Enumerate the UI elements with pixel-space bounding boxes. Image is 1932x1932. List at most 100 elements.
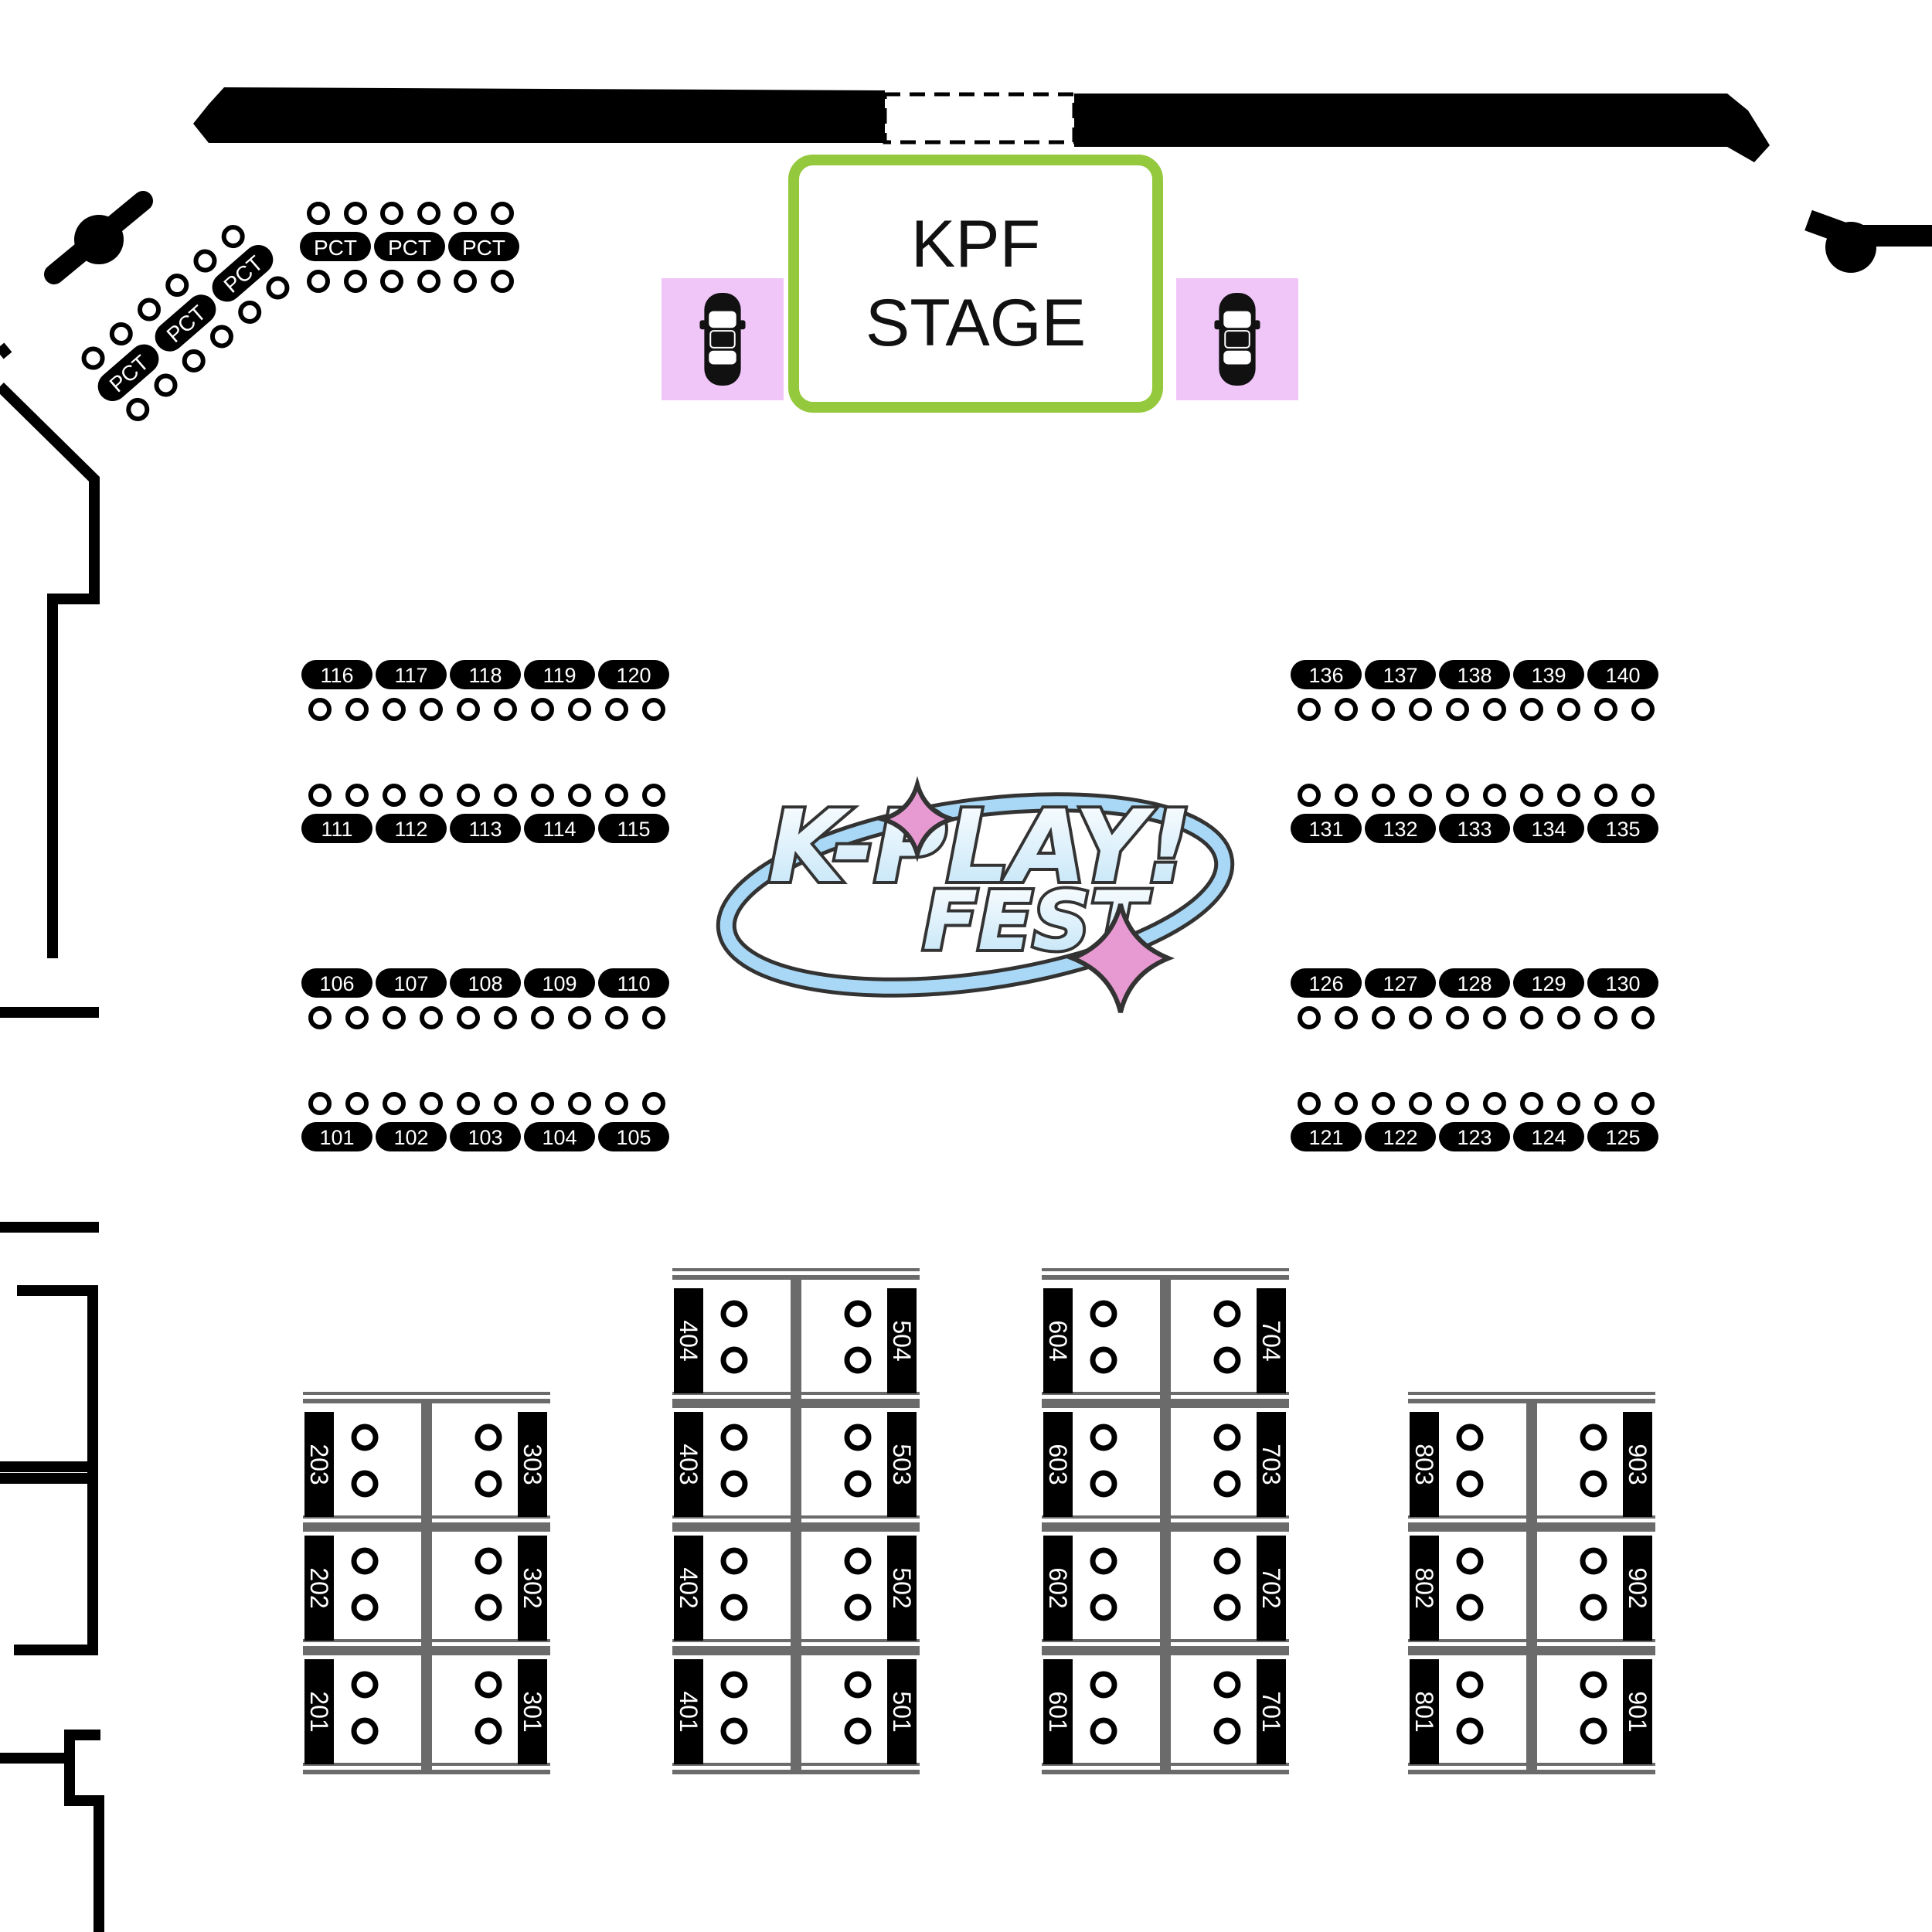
seat: [1631, 1092, 1655, 1115]
table-block[interactable]: [524, 660, 595, 689]
booth[interactable]: 501: [844, 1659, 917, 1764]
table-block[interactable]: [376, 1122, 447, 1151]
table-block[interactable]: [1291, 660, 1362, 689]
booth[interactable]: 603: [1043, 1412, 1117, 1517]
booth[interactable]: 404: [674, 1288, 748, 1393]
booth[interactable]: 301: [474, 1659, 547, 1764]
table-block[interactable]: [1587, 1122, 1658, 1151]
seat: [474, 1470, 502, 1498]
table-block[interactable]: [1513, 1122, 1584, 1151]
booth[interactable]: 202: [304, 1536, 379, 1641]
booth[interactable]: 701: [1213, 1659, 1286, 1764]
table-block[interactable]: [598, 1122, 669, 1151]
table-block[interactable]: [301, 660, 372, 689]
table-block[interactable]: [1513, 660, 1584, 689]
seat: [1372, 784, 1395, 807]
table-block[interactable]: [1513, 968, 1584, 998]
table-label: 113: [468, 818, 502, 841]
table-block[interactable]: [598, 814, 669, 843]
table-block[interactable]: [450, 814, 521, 843]
booth[interactable]: 702: [1213, 1536, 1286, 1641]
seat: [1580, 1547, 1607, 1575]
seat: [420, 698, 443, 721]
booth[interactable]: 903: [1580, 1412, 1652, 1517]
seat: [1631, 1006, 1655, 1029]
table-block[interactable]: [450, 968, 521, 998]
table-block[interactable]: [1587, 814, 1658, 843]
booth[interactable]: 704: [1213, 1288, 1286, 1393]
table-block[interactable]: [598, 968, 669, 998]
seat: [1372, 1092, 1395, 1115]
booth[interactable]: 401: [674, 1659, 748, 1764]
table-block[interactable]: [1365, 1122, 1436, 1151]
table-block[interactable]: [376, 968, 447, 998]
booth-number: 701: [1257, 1691, 1285, 1732]
booth[interactable]: 703: [1213, 1412, 1286, 1517]
table-block[interactable]: [1291, 814, 1362, 843]
table-block[interactable]: [598, 660, 669, 689]
table-block[interactable]: [524, 968, 595, 998]
booth[interactable]: 303: [474, 1412, 547, 1517]
booth[interactable]: 503: [844, 1412, 917, 1517]
seat: [844, 1470, 872, 1498]
booth[interactable]: 203: [304, 1412, 379, 1517]
table-block[interactable]: [1439, 814, 1510, 843]
booth[interactable]: 803: [1410, 1412, 1484, 1517]
booth[interactable]: 502: [844, 1536, 917, 1641]
booth[interactable]: 901: [1580, 1659, 1652, 1764]
seat: [1372, 1006, 1395, 1029]
booth[interactable]: 302: [474, 1536, 547, 1641]
table-block[interactable]: [376, 660, 447, 689]
table-block[interactable]: [1291, 968, 1362, 998]
table-block[interactable]: [1587, 968, 1658, 998]
seat: [345, 784, 369, 807]
table-block[interactable]: [1439, 660, 1510, 689]
booth[interactable]: 504: [844, 1288, 917, 1393]
booth-label-bar: [1257, 1412, 1286, 1517]
booth-block: [672, 1268, 920, 1774]
stage-title-line2: STAGE: [865, 286, 1087, 360]
booth-number: 504: [888, 1320, 916, 1361]
sparkle-icon: [1066, 903, 1175, 1013]
table-block[interactable]: [376, 814, 447, 843]
table-block[interactable]: [301, 1122, 372, 1151]
table-block[interactable]: [1587, 660, 1658, 689]
table-block[interactable]: [301, 814, 372, 843]
table-block[interactable]: [1365, 660, 1436, 689]
table-block[interactable]: [1439, 968, 1510, 998]
seat: [494, 698, 517, 721]
booth-label-bar: [674, 1659, 703, 1764]
seat: [1298, 698, 1321, 721]
table-block[interactable]: [450, 660, 521, 689]
booth[interactable]: 802: [1410, 1536, 1484, 1641]
table-block[interactable]: [1291, 1122, 1362, 1151]
booth[interactable]: 201: [304, 1659, 379, 1764]
table-block[interactable]: [524, 1122, 595, 1151]
table-block[interactable]: [1513, 814, 1584, 843]
seat: [1557, 698, 1580, 721]
booth[interactable]: 902: [1580, 1536, 1652, 1641]
booth[interactable]: 604: [1043, 1288, 1117, 1393]
seat: [345, 698, 369, 721]
table-block[interactable]: [1365, 968, 1436, 998]
pct-seats-top: [307, 202, 514, 293]
table-label: 127: [1383, 972, 1417, 995]
seat: [351, 1671, 379, 1699]
booth[interactable]: 602: [1043, 1536, 1117, 1641]
table-block[interactable]: [301, 968, 372, 998]
booth-label-bar: [304, 1412, 334, 1517]
booth[interactable]: 801: [1410, 1659, 1484, 1764]
booth[interactable]: 601: [1043, 1659, 1117, 1764]
table-block[interactable]: [524, 814, 595, 843]
seat: [351, 1547, 379, 1575]
seat: [1090, 1470, 1117, 1498]
seat: [383, 1092, 406, 1115]
table-block[interactable]: [450, 1122, 521, 1151]
booth[interactable]: 402: [674, 1536, 748, 1641]
seat: [605, 1006, 628, 1029]
stage-title-line1: KPF: [910, 207, 1041, 281]
table-block[interactable]: [1365, 814, 1436, 843]
seat: [457, 1092, 480, 1115]
table-block[interactable]: [1439, 1122, 1510, 1151]
booth[interactable]: 403: [674, 1412, 748, 1517]
